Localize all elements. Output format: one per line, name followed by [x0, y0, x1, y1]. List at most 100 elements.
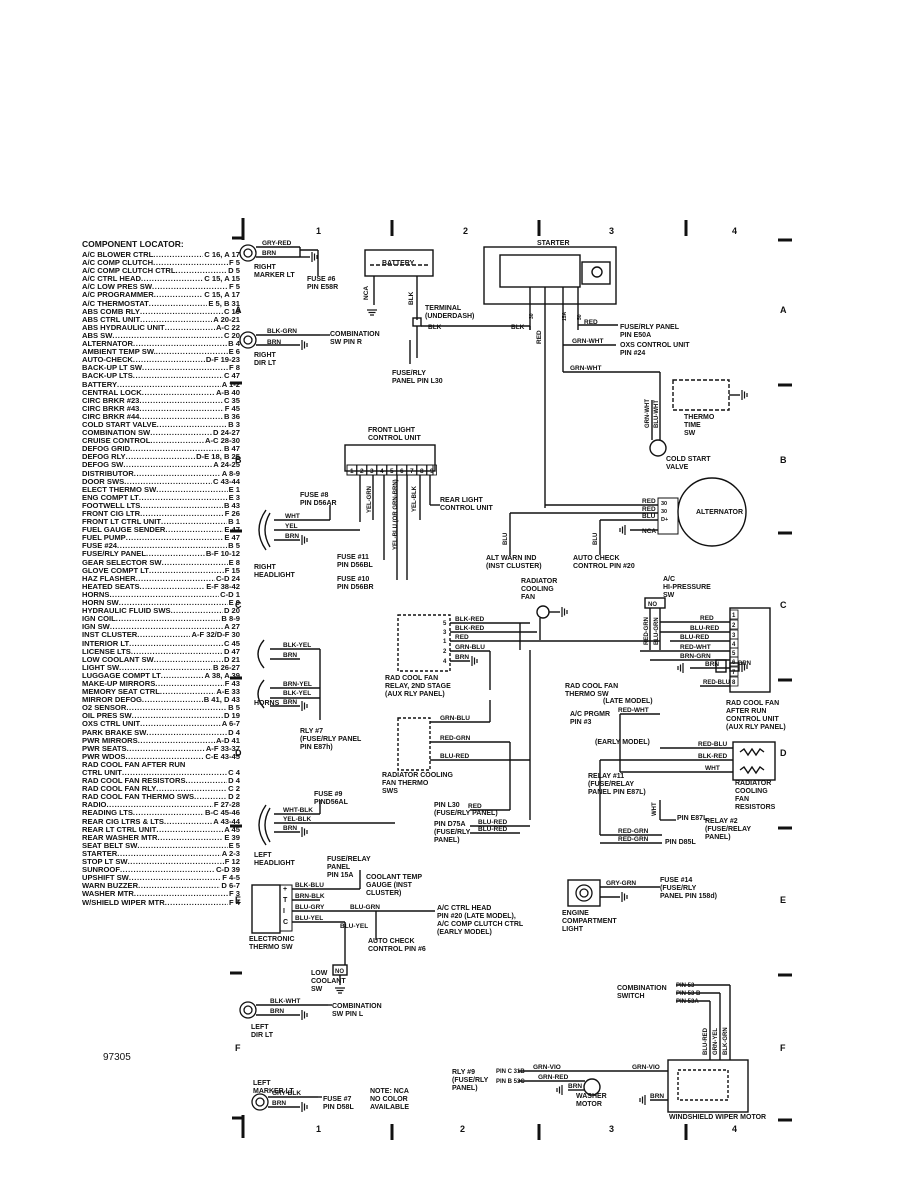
- component-locator-title: COMPONENT LOCATOR:: [82, 239, 184, 249]
- locator-grid-ref: A-C 22: [215, 322, 240, 332]
- grid-row-d-right: D: [780, 748, 787, 758]
- locator-grid-ref: C 4: [228, 768, 240, 777]
- rad-cool-fan-thermo-sw: BRN RED-WHT: [618, 659, 751, 715]
- locator-grid-ref: F 4-5: [222, 873, 240, 883]
- locator-component-name: A/C BLOWER CTRL: [82, 250, 154, 259]
- locator-component-name: MEMORY SEAT CTRL: [82, 687, 160, 697]
- locator-grid-ref: C 19: [223, 306, 240, 316]
- locator-grid-ref: C-D 1: [220, 589, 240, 599]
- locator-grid-ref: C 45: [223, 638, 240, 648]
- locator-row: CTRL UNITC 4: [82, 768, 240, 777]
- locator-row: DOOR SWSC 43-44: [82, 477, 240, 486]
- svg-text:BLU-RED: BLU-RED: [703, 1027, 709, 1055]
- label-early-model: (EARLY MODEL): [595, 739, 650, 746]
- label-alt-warn-ind: ALT WARN IND(INST CLUSTER): [486, 555, 542, 570]
- after-run-pin-5: 5: [732, 651, 736, 657]
- svg-text:D+: D+: [661, 517, 668, 523]
- flcu-pin-cell: [396, 464, 407, 476]
- locator-grid-ref: B 43: [223, 500, 240, 510]
- locator-component-name: BACK-UP LT SW: [82, 363, 143, 373]
- locator-component-name: PWR SEATS: [82, 743, 127, 753]
- svg-text:BLK-RED: BLK-RED: [698, 753, 728, 760]
- combination-switch-wiper-motor: BLU-RED GRN-YEL BLK-GRN GRN-VIO BRN: [600, 984, 749, 1113]
- relay-pin-1: 1: [443, 639, 447, 645]
- svg-text:BLU-GRY: BLU-GRY: [295, 904, 325, 911]
- locator-row: A/C THERMOSTAT E 5, B 31: [82, 298, 240, 308]
- locator-row: HORN SWE 9: [82, 598, 240, 608]
- locator-row: A/C LOW PRES SWF 5: [82, 283, 240, 291]
- after-run-pin-cell: [729, 676, 739, 687]
- label-starter: STARTER: [537, 240, 570, 247]
- locator-component-name: ABS CTRL UNIT: [82, 314, 141, 324]
- low-coolant-sw: NO: [332, 964, 348, 994]
- svg-text:RED: RED: [468, 803, 482, 810]
- locator-grid-ref: A-D 41: [215, 735, 240, 745]
- after-run-pin-3: 3: [732, 633, 736, 639]
- locator-component-name: STOP LT SW: [82, 857, 128, 867]
- svg-text:BRN: BRN: [285, 533, 299, 540]
- locator-row: COMBINATION SWD 24-27: [82, 428, 240, 437]
- grid-row-f-left: F: [235, 1043, 241, 1053]
- svg-text:BRN: BRN: [738, 661, 751, 667]
- locator-grid-ref: E 5, B 31: [208, 298, 240, 308]
- svg-text:GRN-RED: GRN-RED: [538, 1074, 569, 1081]
- label-alternator: ALTERNATOR: [696, 509, 744, 516]
- svg-text:BLU-WHT: BLU-WHT: [654, 400, 660, 428]
- locator-component-name: ABS COMB RLY: [82, 306, 140, 316]
- relay-pin-5: 5: [443, 621, 447, 627]
- locator-grid-ref: C 15, A 17: [204, 290, 240, 300]
- locator-component-name: HORNS: [82, 589, 110, 599]
- svg-text:30: 30: [529, 313, 535, 319]
- locator-component-name: RAD COOL FAN RESISTORS: [82, 776, 186, 786]
- wire-gry-red-rml: GRY-RED: [262, 240, 292, 247]
- locator-grid-ref: C 35: [223, 395, 240, 405]
- locator-row: GEAR SELECTOR SWE 8: [82, 558, 240, 567]
- locator-row: AUTO-CHECKD-F 19-23: [82, 356, 240, 364]
- locator-row: DEFOG SWA 24-25: [82, 461, 240, 469]
- locator-grid-ref: D 5: [228, 266, 240, 276]
- locator-component-name: HYDRAULIC FLUID SWS: [82, 606, 171, 616]
- locator-component-name: LUGGAGE COMPT LT: [82, 670, 161, 680]
- locator-grid-ref: A 6-7: [221, 719, 240, 729]
- flcu-pin-1: 1: [350, 468, 354, 475]
- locator-component-name: A/C THERMOSTAT: [82, 298, 149, 308]
- locator-grid-ref: D 21: [223, 654, 240, 664]
- locator-row: GLOVE COMPT LTF 15: [82, 566, 240, 575]
- locator-component-name: ABS SW: [82, 330, 113, 340]
- rly9-pin-b53c: PIN B 53C: [496, 1079, 525, 1085]
- locator-component-name: IGN SW: [82, 622, 110, 632]
- component-locator-list: A/C BLOWER CTRLC 16, A 17A/C COMP CLUTCH…: [82, 250, 240, 907]
- locator-grid-ref: D 2: [228, 792, 240, 802]
- locator-grid-ref: A 8-9: [221, 468, 240, 478]
- label-battery: BATTERY: [382, 260, 415, 267]
- label-windshield-wiper-motor: WINDSHIELD WIPER MOTOR: [669, 1114, 767, 1121]
- svg-text:BLU-RED: BLU-RED: [440, 753, 470, 760]
- flcu-pin-5: 5: [390, 468, 394, 475]
- svg-text:BLK-YEL: BLK-YEL: [283, 690, 311, 697]
- locator-row: BACK-UP LT SWF 8: [82, 364, 240, 372]
- locator-component-name: HORN SW: [82, 598, 119, 608]
- locator-row: ALTERNATORB 4: [82, 339, 240, 348]
- locator-grid-ref: A 45: [224, 824, 240, 834]
- locator-row: CIRC BRKR #44B 36: [82, 412, 240, 421]
- locator-row: A/C COMP CLUTCHF 5: [82, 258, 240, 267]
- locator-row: PWR WDOSC-E 43-45: [82, 752, 240, 761]
- locator-row: ENG COMPT LTE 3: [82, 493, 240, 502]
- after-run-pin-cell: [729, 619, 739, 630]
- locator-component-name: UPSHIFT SW: [82, 873, 129, 883]
- grid-row-f-right: F: [780, 1043, 786, 1053]
- locator-component-name: FUEL GAUGE SENDER: [82, 525, 166, 535]
- locator-row: WASHER MTRF 3: [82, 890, 240, 898]
- after-run-pin-1: 1: [732, 613, 736, 619]
- grid-column-3-top: 3: [609, 226, 615, 236]
- after-run-pin-2: 2: [732, 623, 736, 629]
- grid-column-4-top: 4: [732, 226, 738, 236]
